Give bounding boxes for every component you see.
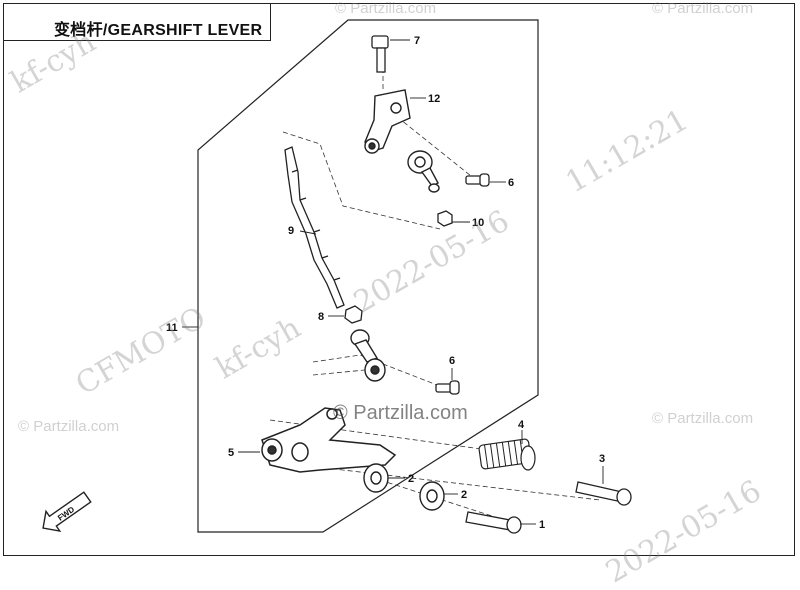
gearshift-lever-5 xyxy=(261,407,397,473)
callout-12: 12 xyxy=(428,93,440,105)
callout-6-upper: 6 xyxy=(508,177,514,189)
callout-10: 10 xyxy=(472,217,484,229)
pin-3 xyxy=(575,481,632,506)
callout-5: 5 xyxy=(228,447,234,459)
footpeg-rubber-4 xyxy=(478,438,536,471)
exploded-view-diagram: 7 12 6 10 9 8 11 6 4 5 3 2 2 1 FWD xyxy=(42,19,632,534)
callout-2-left: 2 xyxy=(408,473,414,485)
bolt-1 xyxy=(465,511,522,534)
callout-8: 8 xyxy=(318,311,324,323)
diagram-title: 变档杆/GEARSHIFT LEVER xyxy=(54,22,263,39)
rod-9 xyxy=(284,146,345,309)
washer-2-right xyxy=(419,481,445,511)
rod-end-lower xyxy=(350,329,386,382)
callout-6-lower: 6 xyxy=(449,355,455,367)
callout-11: 11 xyxy=(166,322,178,334)
callout-2-right: 2 xyxy=(461,489,467,501)
leader-lines xyxy=(182,39,604,525)
drawing-frame xyxy=(3,3,795,556)
nut-8 xyxy=(344,305,363,324)
callout-4: 4 xyxy=(518,419,525,431)
rod-end-upper xyxy=(407,150,440,193)
nut-10 xyxy=(437,210,453,227)
bolt-7 xyxy=(371,35,389,73)
assembly-outline xyxy=(197,19,539,533)
callout-3: 3 xyxy=(599,453,605,465)
fwd-arrow-icon: FWD xyxy=(42,491,92,532)
bolt-6-lower xyxy=(435,380,460,395)
callout-1: 1 xyxy=(539,519,545,531)
bolt-6-upper xyxy=(465,173,490,187)
shift-arm-12 xyxy=(364,89,411,154)
callout-7: 7 xyxy=(414,35,420,47)
washer-2-left xyxy=(363,463,389,493)
callout-9: 9 xyxy=(288,225,294,237)
title-block: 变档杆/GEARSHIFT LEVER xyxy=(3,3,271,41)
